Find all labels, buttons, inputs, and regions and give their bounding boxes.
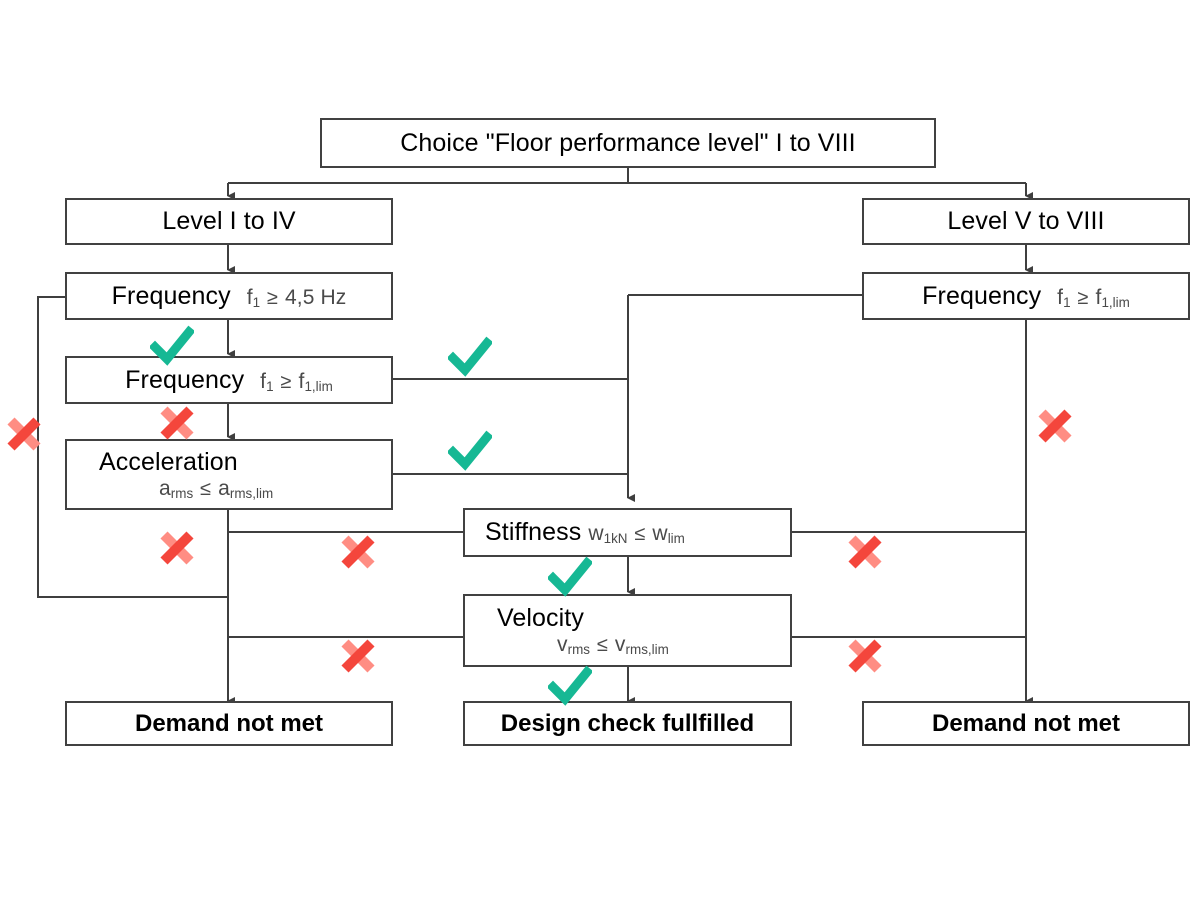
cross-acceleration-fail bbox=[155, 526, 199, 570]
node-frequency-right-formula: f1 ≥ f1,lim bbox=[1057, 285, 1130, 310]
cross-velocity-fail-left bbox=[336, 634, 380, 678]
node-frequency-left-2[interactable]: Frequency f1 ≥ f1,lim bbox=[65, 356, 393, 404]
node-level-right-label: Level V to VIII bbox=[947, 207, 1105, 235]
check-acceleration-pass bbox=[448, 430, 492, 474]
node-stiffness-label: Stiffness bbox=[485, 518, 582, 546]
node-acceleration-label: Acceleration bbox=[99, 448, 238, 476]
node-level-left[interactable]: Level I to IV bbox=[65, 198, 393, 245]
cross-stiffness-fail-right bbox=[843, 530, 887, 574]
node-choice[interactable]: Choice "Floor performance level" I to VI… bbox=[320, 118, 936, 168]
node-acceleration[interactable]: Acceleration arms ≤ arms,lim bbox=[65, 439, 393, 510]
node-result-mid-label: Design check fullfilled bbox=[500, 709, 755, 737]
node-result-left-label: Demand not met bbox=[134, 709, 323, 737]
node-level-left-label: Level I to IV bbox=[162, 207, 296, 235]
check-freq-left-2-pass bbox=[448, 336, 492, 380]
node-result-left[interactable]: Demand not met bbox=[65, 701, 393, 746]
cross-freq-left-1-fail bbox=[2, 412, 46, 456]
node-frequency-left-1-label: Frequency bbox=[111, 281, 231, 310]
node-result-right-label: Demand not met bbox=[931, 709, 1120, 737]
node-frequency-right[interactable]: Frequency f1 ≥ f1,lim bbox=[862, 272, 1190, 320]
node-result-mid[interactable]: Design check fullfilled bbox=[463, 701, 792, 746]
node-level-right[interactable]: Level V to VIII bbox=[862, 198, 1190, 245]
node-acceleration-formula: arms ≤ arms,lim bbox=[159, 477, 274, 501]
node-frequency-left-1[interactable]: Frequency f1 ≥ 4,5 Hz bbox=[65, 272, 393, 320]
node-choice-label: Choice "Floor performance level" I to VI… bbox=[400, 128, 856, 157]
cross-velocity-fail-right bbox=[843, 634, 887, 678]
node-frequency-left-2-formula: f1 ≥ f1,lim bbox=[260, 369, 333, 394]
cross-stiffness-fail-left bbox=[336, 530, 380, 574]
node-velocity-label: Velocity bbox=[497, 604, 584, 632]
node-frequency-right-label: Frequency bbox=[922, 281, 1042, 310]
node-velocity-formula: vrms ≤ vrms,lim bbox=[557, 633, 669, 657]
node-velocity[interactable]: Velocity vrms ≤ vrms,lim bbox=[463, 594, 792, 667]
node-frequency-left-1-formula: f1 ≥ 4,5 Hz bbox=[246, 285, 347, 310]
cross-freq-right-fail bbox=[1033, 404, 1077, 448]
node-stiffness-formula: w1kN ≤ wlim bbox=[588, 522, 685, 546]
node-result-right[interactable]: Demand not met bbox=[862, 701, 1190, 746]
node-frequency-left-2-label: Frequency bbox=[125, 365, 245, 394]
